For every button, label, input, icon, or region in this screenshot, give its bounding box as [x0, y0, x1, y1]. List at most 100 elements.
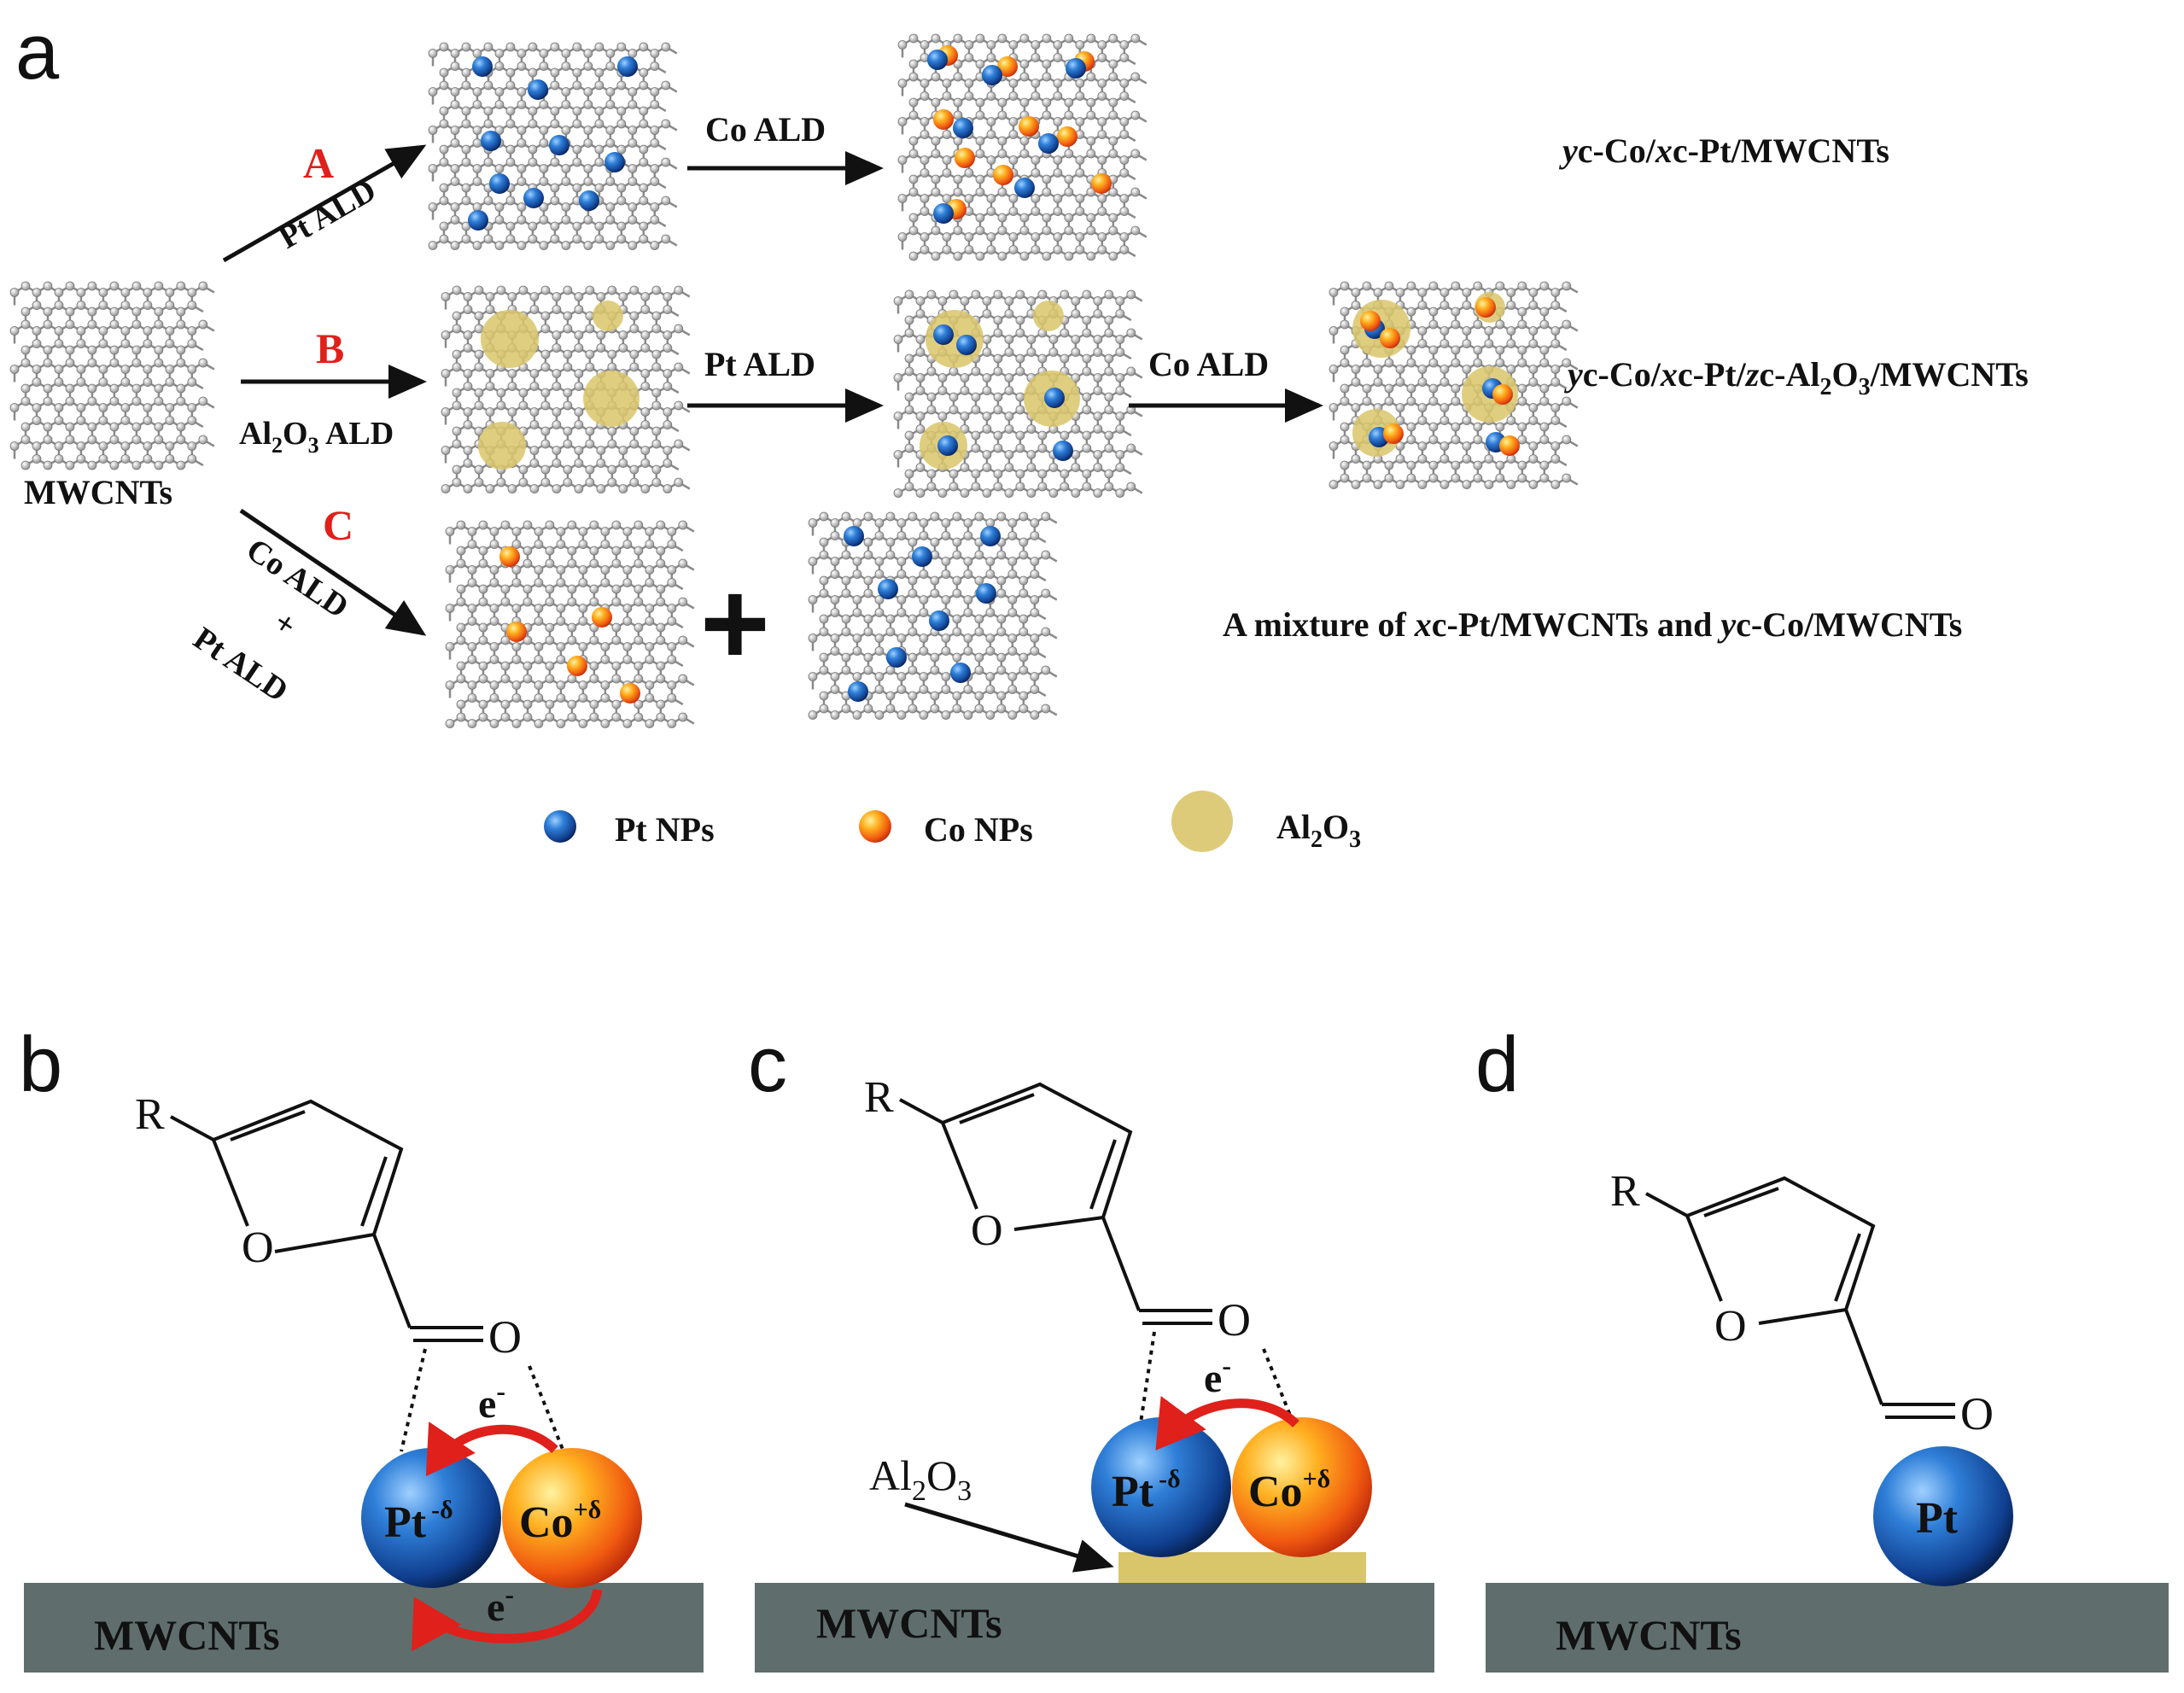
lattice-route-b-step3: [1329, 281, 1579, 489]
panel-letter-a: a: [15, 9, 60, 96]
al2o3-patch: [593, 301, 623, 331]
co-nanoparticle: [499, 546, 520, 567]
route-b-step1-label: Al2O3 ALD: [239, 416, 394, 458]
support-label-d: MWCNTs: [1556, 1611, 1742, 1659]
product-a-label: yc-Co/xc-Pt/MWCNTs: [1559, 131, 1889, 170]
route-c-plus-label: +: [267, 604, 302, 645]
lattice-route-b-step1: [441, 285, 691, 493]
carbonyl-oxygen-c: O: [1218, 1294, 1251, 1346]
substituent-r-b: R: [135, 1090, 165, 1139]
co-nanoparticle: [993, 165, 1013, 185]
legend-pt-label: Pt NPs: [615, 810, 715, 849]
furfural-molecule-c: R O O: [864, 1073, 1251, 1346]
pt-nanoparticle: [976, 583, 996, 604]
route-b-step2-label: Pt ALD: [704, 345, 815, 383]
electron-top-b: e-: [478, 1375, 505, 1427]
pt-nanoparticle: [528, 79, 548, 100]
pt-nanoparticle: [950, 663, 971, 683]
co-nanoparticle: [567, 656, 587, 676]
mwcnts-support-d: [1486, 1583, 2169, 1673]
pt-nanoparticle: [579, 190, 599, 211]
pt-nanoparticle: [468, 210, 488, 231]
pt-nanoparticle: [929, 610, 949, 631]
legend: Pt NPs Co NPs Al2O3: [544, 791, 1361, 853]
panel-letter-c: c: [748, 1021, 787, 1108]
pt-particle-b: [361, 1448, 501, 1588]
lattice-route-b-step2: [893, 289, 1143, 498]
co-nanoparticle: [1091, 173, 1112, 194]
nanoparticles: [468, 45, 1520, 703]
electron-bottom-b: e-: [487, 1579, 514, 1630]
co-nanoparticle: [1492, 384, 1513, 405]
substituent-r-c: R: [864, 1073, 894, 1122]
product-b-label: yc-Co/xc-Pt/zc-Al2O3/MWCNTs: [1564, 355, 2029, 400]
route-c-arrow: [239, 508, 427, 636]
pt-nanoparticle: [1014, 178, 1035, 198]
pt-nanoparticle: [953, 118, 973, 138]
pt-nanoparticle: [878, 579, 898, 599]
co-nanoparticle: [1499, 435, 1520, 456]
co-nanoparticle: [997, 56, 1018, 77]
lattice-route-c-co: [445, 520, 695, 728]
co-nanoparticle: [1019, 116, 1039, 137]
product-c-label: A mixture of xc-Pt/MWCNTs and yc-Co/MWCN…: [1223, 605, 1962, 644]
ring-oxygen-d: O: [1714, 1302, 1747, 1351]
co-label-c: Co+δ: [1248, 1465, 1330, 1516]
support-label-c: MWCNTs: [816, 1599, 1002, 1647]
pt-nanoparticle: [927, 50, 948, 70]
mwcnts-start-label: MWCNTs: [24, 473, 172, 511]
al2o3-patch: [1033, 301, 1064, 331]
co-nanoparticle: [1380, 328, 1400, 348]
route-b-step3-label: Co ALD: [1148, 345, 1269, 383]
ring-oxygen-b: O: [242, 1223, 274, 1272]
lattice-route-a-step1: [428, 42, 678, 250]
mwcnts-support-c: [755, 1583, 1434, 1673]
panel-letter-d: d: [1475, 1021, 1519, 1108]
pt-nanoparticle: [933, 324, 954, 345]
pt-nanoparticle: [549, 135, 569, 155]
co-nanoparticle: [1057, 126, 1077, 147]
legend-pt-swatch: [544, 810, 576, 843]
pt-nanoparticle: [956, 335, 977, 355]
legend-co-swatch: [859, 810, 891, 843]
al2o3-label-c: Al2O3: [869, 1451, 972, 1507]
co-nanoparticle: [955, 148, 975, 168]
pt-nanoparticle: [604, 152, 625, 172]
pt-nanoparticle: [523, 188, 544, 208]
pt-nanoparticle: [844, 526, 864, 546]
co-nanoparticle: [933, 109, 954, 130]
support-label-b: MWCNTs: [94, 1611, 280, 1659]
co-label-b: Co+δ: [519, 1496, 601, 1547]
al2o3-layer-c: [1118, 1552, 1366, 1583]
pt-particle-d: [1873, 1446, 2013, 1586]
furfural-molecule-d: R O O: [1610, 1167, 1994, 1439]
pt-nanoparticle: [472, 56, 493, 77]
pt-nanoparticle: [1066, 58, 1086, 79]
legend-al2o3-label: Al2O3: [1276, 808, 1361, 853]
al2o3-patch: [583, 371, 639, 427]
ring-oxygen-c: O: [971, 1206, 1003, 1255]
bond-dots-left-c: [1137, 1331, 1156, 1435]
electron-transfer-arrow-top-b: [425, 1422, 558, 1477]
pt-label-b: Pt-δ: [384, 1496, 453, 1547]
pt-nanoparticle: [982, 65, 1002, 85]
route-b-letter: B: [316, 324, 344, 372]
pt-label-d: Pt: [1916, 1494, 1959, 1543]
al2o3-pointer-arrow: [904, 1502, 1114, 1573]
co-nanoparticle: [592, 607, 612, 628]
pt-nanoparticle: [481, 131, 501, 151]
route-a-arrow: [222, 144, 427, 263]
pt-nanoparticle: [617, 56, 638, 77]
co-particle-b: [502, 1448, 642, 1588]
electron-transfer-arrow-bottom-b: [412, 1588, 603, 1652]
route-a-step2-label: Co ALD: [705, 110, 826, 149]
co-nanoparticle: [620, 683, 640, 703]
panel-letter-b: b: [19, 1021, 62, 1108]
pt-nanoparticle: [912, 546, 932, 567]
legend-al2o3-swatch: [1171, 791, 1233, 852]
furfural-molecule-b: R O O: [135, 1090, 522, 1363]
lattice-mwcnts-start: [9, 281, 215, 470]
carbonyl-oxygen-b: O: [488, 1311, 522, 1363]
route-c-letter: C: [323, 501, 353, 549]
